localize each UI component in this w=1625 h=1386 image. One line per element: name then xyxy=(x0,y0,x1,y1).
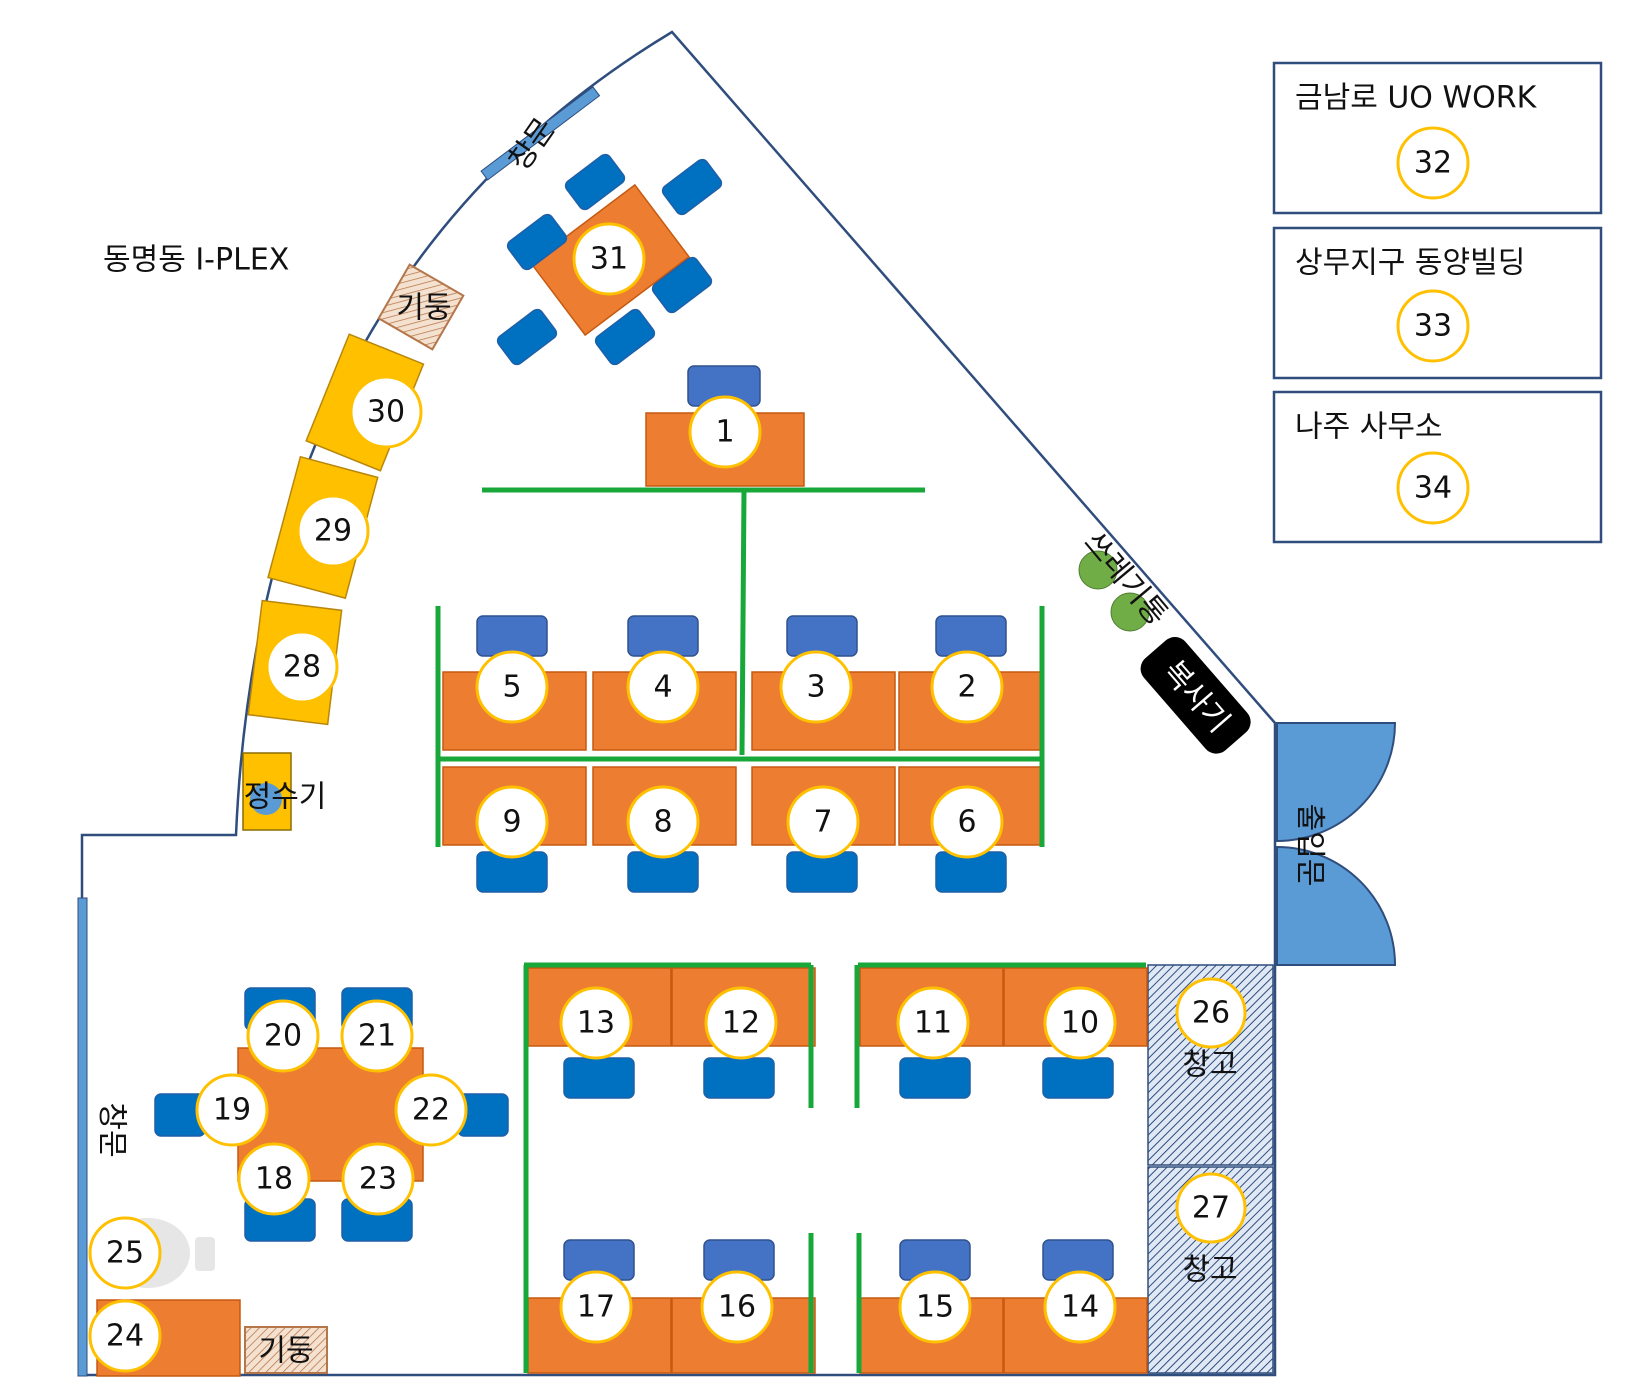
storage-label: 창고 xyxy=(1182,1048,1237,1083)
svg-text:10: 10 xyxy=(1061,1006,1099,1041)
seat-badge-34[interactable]: 34 xyxy=(1396,451,1470,525)
svg-text:17: 17 xyxy=(577,1290,615,1325)
trash-bins: 쓰레기통 xyxy=(1076,525,1174,632)
desk-block-upper xyxy=(442,615,1043,893)
seat-badge-9[interactable]: 9 xyxy=(475,785,549,859)
svg-text:8: 8 xyxy=(653,805,672,840)
seat-badge-32[interactable]: 32 xyxy=(1396,126,1470,200)
svg-text:16: 16 xyxy=(718,1290,756,1325)
seat-badge-30[interactable]: 30 xyxy=(349,375,423,449)
seat-badge-27[interactable]: 27 xyxy=(1175,1172,1247,1244)
svg-text:14: 14 xyxy=(1061,1290,1099,1325)
entrance-doors[interactable]: 출입문 xyxy=(1276,722,1397,966)
seat-badge-3[interactable]: 3 xyxy=(779,650,853,724)
svg-text:24: 24 xyxy=(106,1319,144,1354)
seat-badge-22[interactable]: 22 xyxy=(394,1073,468,1147)
copier: 복사기 xyxy=(1140,636,1251,754)
svg-text:21: 21 xyxy=(358,1019,396,1054)
storage-label: 창고 xyxy=(1182,1253,1237,1288)
svg-text:29: 29 xyxy=(314,514,352,549)
remote-office-name: 상무지구 동양빌딩 xyxy=(1295,246,1525,281)
svg-text:6: 6 xyxy=(957,805,976,840)
svg-text:33: 33 xyxy=(1414,309,1452,344)
seat-badge-25[interactable]: 25 xyxy=(88,1216,162,1290)
seat-badge-10[interactable]: 10 xyxy=(1043,986,1117,1060)
seat-badge-5[interactable]: 5 xyxy=(475,650,549,724)
seat-badge-33[interactable]: 33 xyxy=(1396,289,1470,363)
pillar-label: 기둥 xyxy=(396,291,451,326)
svg-text:12: 12 xyxy=(722,1006,760,1041)
seat-badge-17[interactable]: 17 xyxy=(559,1270,633,1344)
svg-text:28: 28 xyxy=(283,650,321,685)
seat-badge-21[interactable]: 21 xyxy=(340,999,414,1073)
seat-badge-23[interactable]: 23 xyxy=(341,1142,415,1216)
pillar-top: 기둥 xyxy=(377,263,465,351)
svg-text:1: 1 xyxy=(715,415,734,450)
svg-text:7: 7 xyxy=(813,805,832,840)
seat-badge-12[interactable]: 12 xyxy=(704,986,778,1060)
seat-badge-2[interactable]: 2 xyxy=(930,650,1004,724)
seat-badge-18[interactable]: 18 xyxy=(237,1142,311,1216)
remote-office-box: 나주 사무소 34 xyxy=(1272,390,1603,544)
desk-block-lower xyxy=(527,967,1148,1374)
svg-text:22: 22 xyxy=(412,1093,450,1128)
remote-office-name: 금남로 UO WORK xyxy=(1295,81,1538,116)
svg-text:11: 11 xyxy=(914,1006,952,1041)
svg-text:23: 23 xyxy=(359,1162,397,1197)
partitions xyxy=(435,487,1146,1373)
svg-text:25: 25 xyxy=(106,1236,144,1271)
seat-badge-24[interactable]: 24 xyxy=(88,1299,162,1373)
seat-badge-20[interactable]: 20 xyxy=(246,999,320,1073)
seat-badge-7[interactable]: 7 xyxy=(786,785,860,859)
window-left: 창문 xyxy=(77,897,129,1377)
seat-badge-29[interactable]: 29 xyxy=(296,494,370,568)
seat-badge-19[interactable]: 19 xyxy=(195,1073,269,1147)
svg-text:19: 19 xyxy=(213,1093,251,1128)
svg-text:34: 34 xyxy=(1414,471,1452,506)
svg-text:20: 20 xyxy=(264,1019,302,1054)
svg-text:15: 15 xyxy=(916,1290,954,1325)
svg-text:13: 13 xyxy=(577,1006,615,1041)
svg-text:4: 4 xyxy=(653,670,672,705)
svg-text:9: 9 xyxy=(502,805,521,840)
seat-badge-1[interactable]: 1 xyxy=(688,395,762,469)
seat-badge-6[interactable]: 6 xyxy=(930,785,1004,859)
seat-badge-13[interactable]: 13 xyxy=(559,986,633,1060)
seat-badge-14[interactable]: 14 xyxy=(1043,1270,1117,1344)
svg-text:5: 5 xyxy=(502,670,521,705)
window-top: 창문 xyxy=(480,86,601,181)
seat-badge-28[interactable]: 28 xyxy=(265,630,339,704)
building-label: 동명동 I-PLEX xyxy=(103,243,289,278)
seat-badge-26[interactable]: 26 xyxy=(1175,977,1247,1049)
svg-text:32: 32 xyxy=(1414,146,1452,181)
pillar-bottom: 기둥 xyxy=(244,1326,328,1374)
water-dispenser-label: 정수기 xyxy=(244,780,327,815)
remote-office-name: 나주 사무소 xyxy=(1295,410,1443,445)
svg-text:2: 2 xyxy=(957,670,976,705)
svg-text:31: 31 xyxy=(590,242,628,277)
svg-text:27: 27 xyxy=(1192,1191,1230,1226)
svg-text:3: 3 xyxy=(806,670,825,705)
entrance-label: 출입문 xyxy=(1292,804,1327,887)
seat-badge-16[interactable]: 16 xyxy=(700,1270,774,1344)
water-dispenser: 정수기 xyxy=(242,752,327,831)
pillar-label: 기둥 xyxy=(258,1334,313,1369)
svg-text:26: 26 xyxy=(1192,996,1230,1031)
svg-text:30: 30 xyxy=(367,395,405,430)
remote-office-box: 상무지구 동양빌딩 33 xyxy=(1272,226,1603,380)
seat-badge-11[interactable]: 11 xyxy=(896,986,970,1060)
remote-office-box: 금남로 UO WORK 32 xyxy=(1272,61,1603,215)
seat-badge-8[interactable]: 8 xyxy=(626,785,700,859)
seat-badge-4[interactable]: 4 xyxy=(626,650,700,724)
seat-badge-15[interactable]: 15 xyxy=(898,1270,972,1344)
seat-badge-31[interactable]: 31 xyxy=(572,222,646,296)
svg-text:18: 18 xyxy=(255,1162,293,1197)
window-label: 창문 xyxy=(94,1102,129,1157)
